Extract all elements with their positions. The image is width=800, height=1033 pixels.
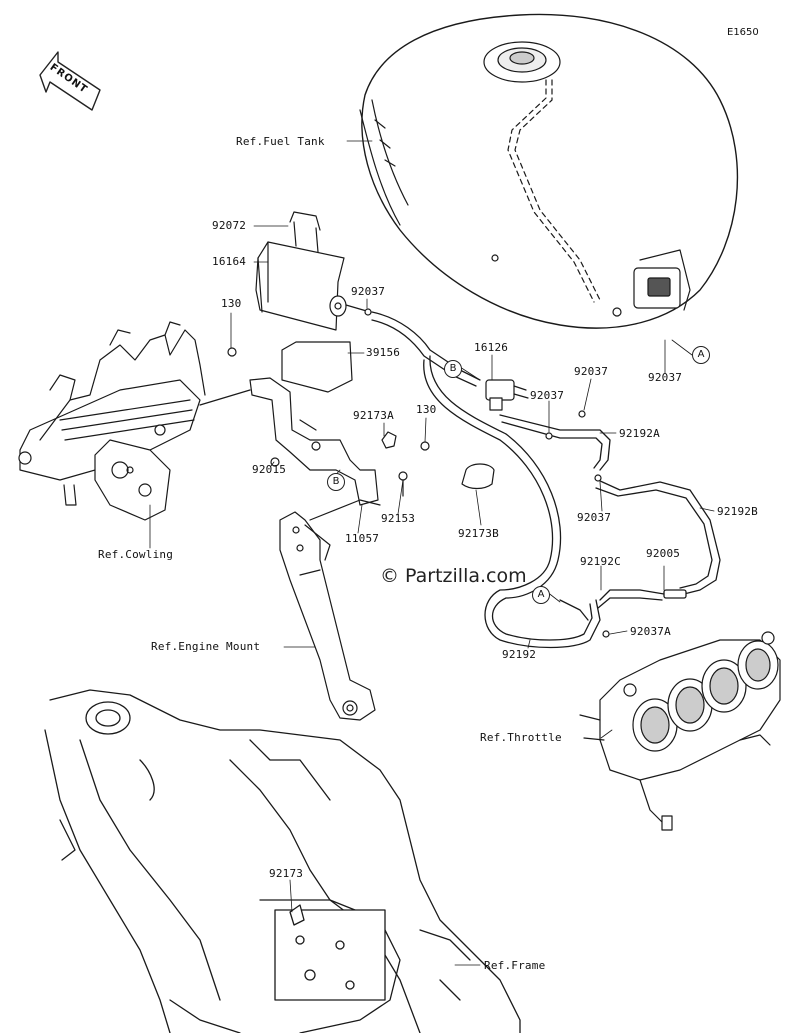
part-92072-label: 92072 <box>212 219 247 232</box>
canister-assembly-drawing <box>227 211 495 506</box>
ref-frame-label: Ref.Frame <box>484 959 546 972</box>
part-92173A-label: 92173A <box>353 409 394 422</box>
part-16126-label: 16126 <box>474 341 509 354</box>
marker-a-hose: A <box>532 586 550 604</box>
part-92037A-label: 92037A <box>630 625 671 638</box>
part-92037-mid-label: 92037 <box>530 389 565 402</box>
ref-engine-mount-label: Ref.Engine Mount <box>151 640 261 653</box>
part-16164-label: 16164 <box>212 255 247 268</box>
engine-mount-drawing <box>279 499 381 721</box>
front-arrow-icon <box>39 51 101 111</box>
part-92192C-label: 92192C <box>580 555 621 568</box>
marker-b-bracket: B <box>327 473 345 491</box>
part-92005-label: 92005 <box>646 547 681 560</box>
watermark: © Partzilla.com <box>380 565 527 587</box>
part-39156-label: 39156 <box>366 346 401 359</box>
marker-a-tank: A <box>692 346 710 364</box>
part-92037-tank-label: 92037 <box>648 371 683 384</box>
part-92192-label: 92192 <box>502 648 537 661</box>
part-92173-label: 92173 <box>269 867 304 880</box>
part-130-left-label: 130 <box>221 297 242 310</box>
cowling-bracket-drawing <box>18 321 251 521</box>
part-92037-lower-label: 92037 <box>577 511 612 524</box>
throttle-body-drawing <box>579 631 781 831</box>
ref-throttle-label: Ref.Throttle <box>480 731 562 744</box>
part-92015-label: 92015 <box>252 463 287 476</box>
ref-cowling-label: Ref.Cowling <box>98 548 174 561</box>
ref-fuel-tank-label: Ref.Fuel Tank <box>236 135 325 148</box>
leader-lines <box>149 140 715 966</box>
part-92037-upper-right-label: 92037 <box>574 365 609 378</box>
part-92037-top-label: 92037 <box>351 285 386 298</box>
part-92192B-label: 92192B <box>717 505 758 518</box>
part-92173B-label: 92173B <box>458 527 499 540</box>
part-11057-label: 11057 <box>345 532 380 545</box>
part-130-right-label: 130 <box>416 403 437 416</box>
marker-b-hose: B <box>444 360 462 378</box>
vacuum-valve-drawing <box>485 379 610 638</box>
part-92192A-label: 92192A <box>619 427 660 440</box>
fuel-tank-drawing <box>359 13 739 329</box>
frame-drawing <box>44 689 521 1033</box>
diagram-id: E1650 <box>727 27 759 38</box>
part-92153-label: 92153 <box>381 512 416 525</box>
